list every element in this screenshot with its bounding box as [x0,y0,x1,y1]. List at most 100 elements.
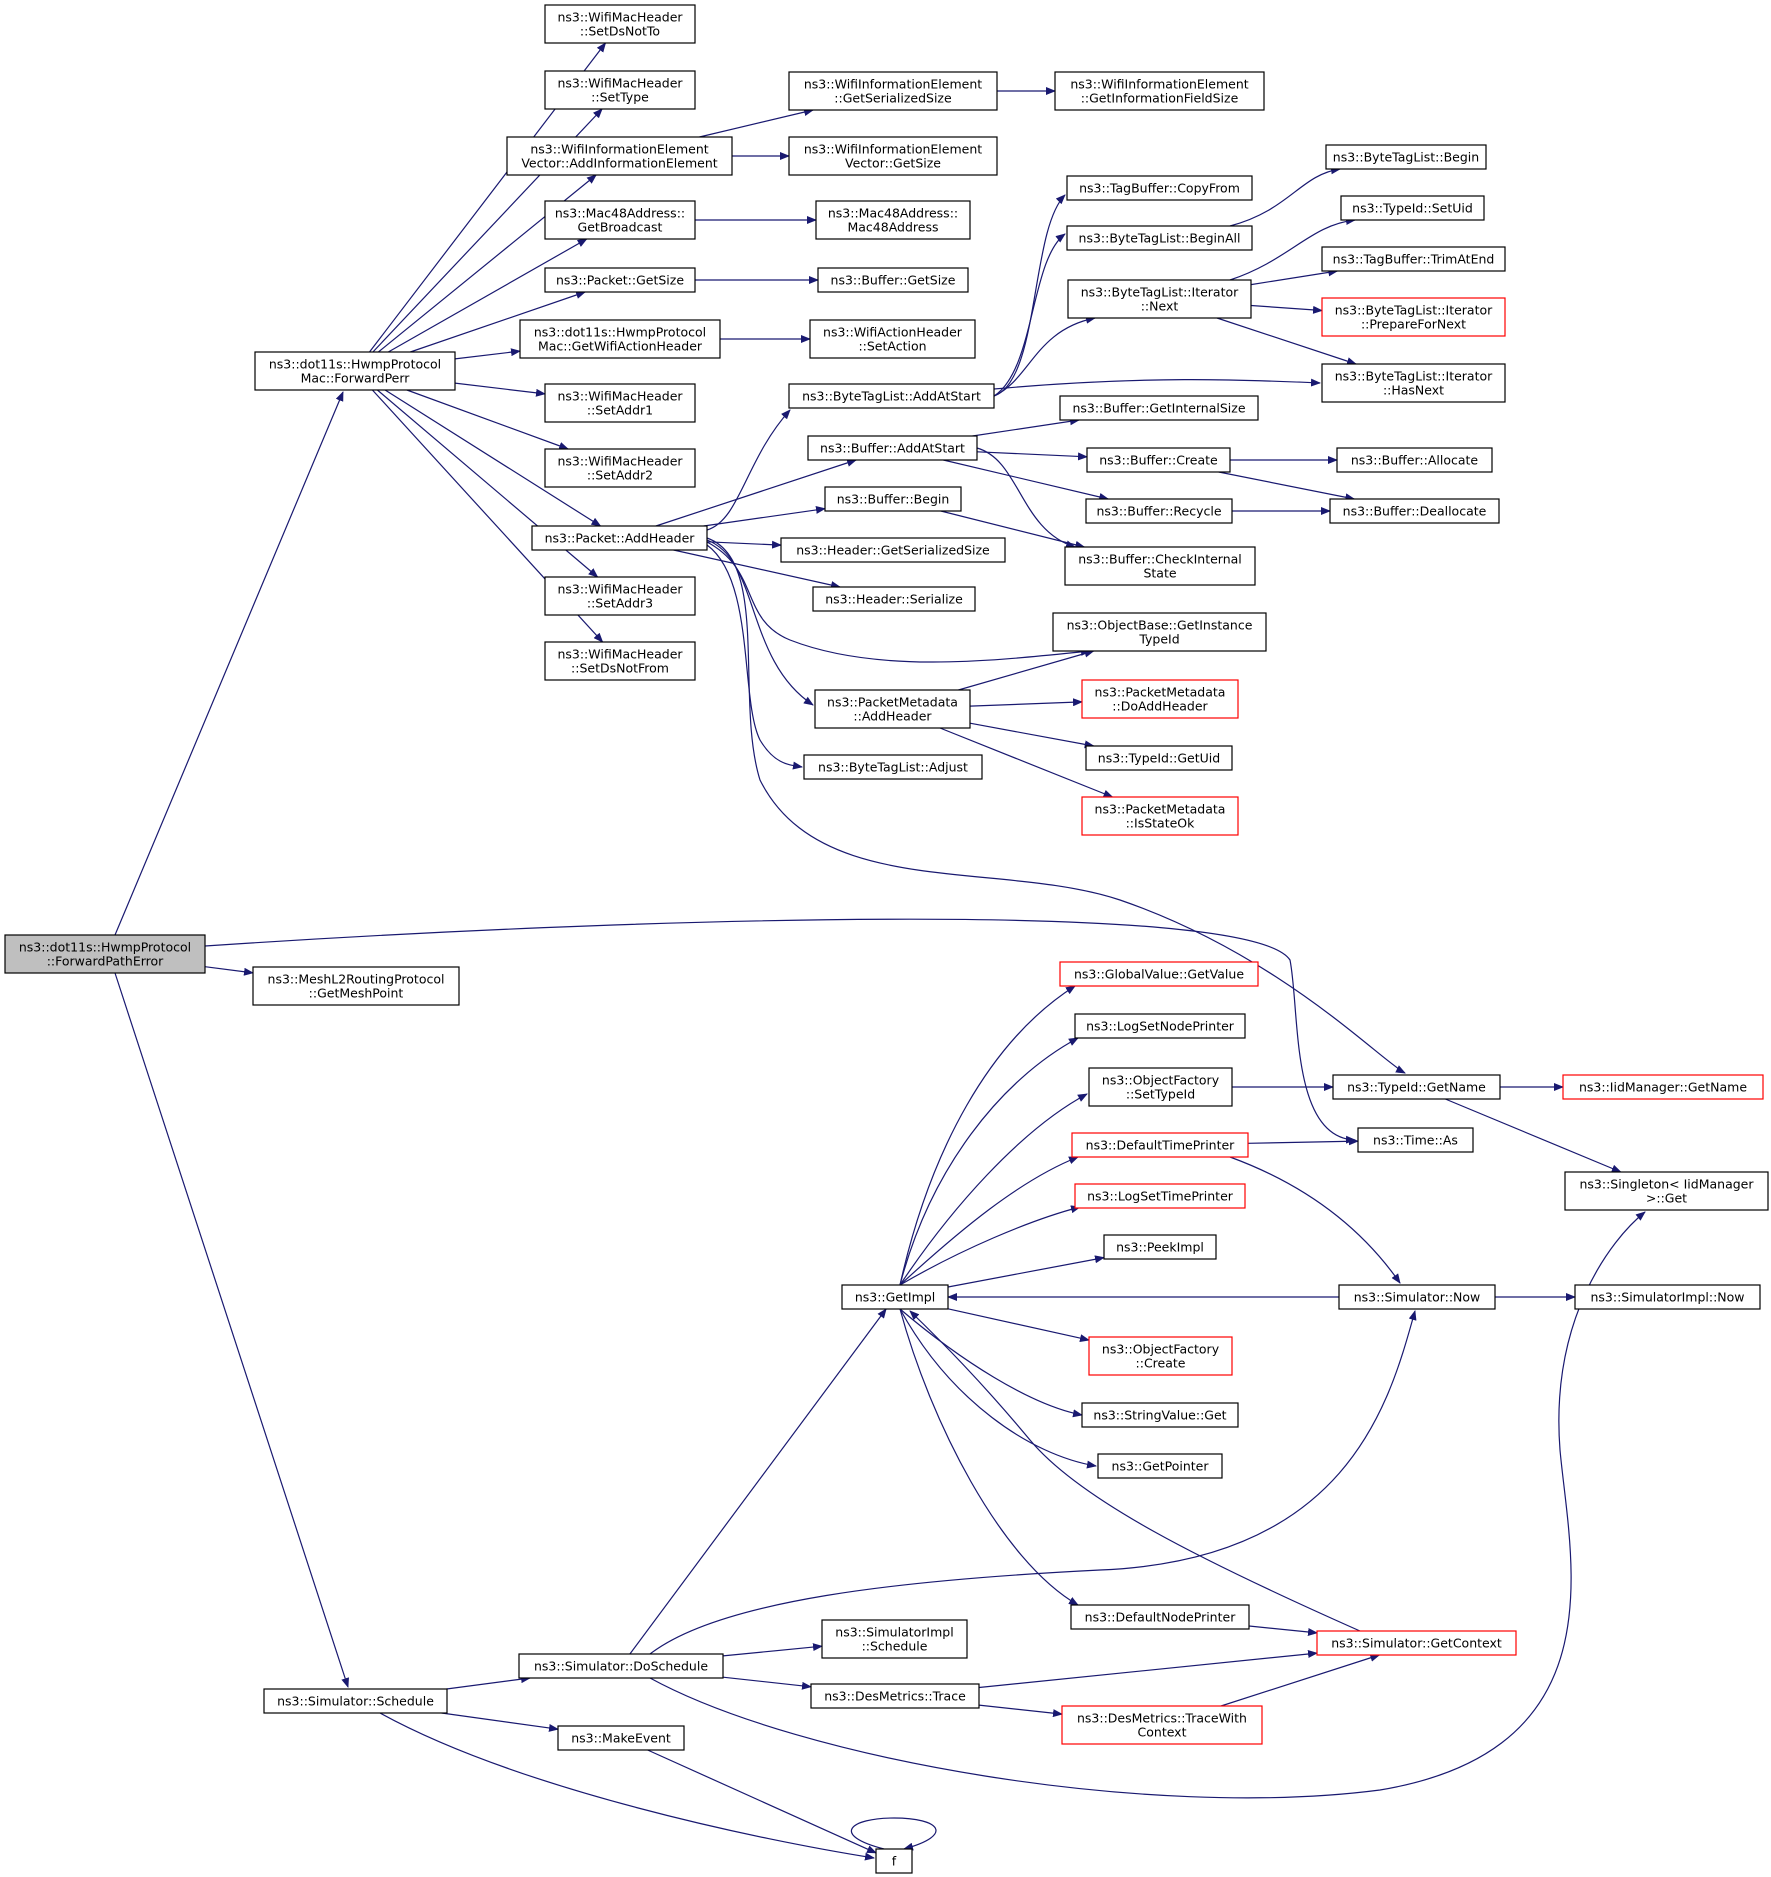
edge-makeEvent-to-f [647,1749,877,1854]
node-setType[interactable]: ns3::WifiMacHeader::SetType [544,70,696,110]
edge-bufferAddAtStart-to-bufferRecycle [943,459,1110,501]
node-trimAtEnd[interactable]: ns3::TagBuffer::TrimAtEnd [1321,246,1506,272]
node-pmAddHeader[interactable]: ns3::PacketMetadata::AddHeader [814,689,971,729]
node-defaultNodePrinter[interactable]: ns3::DefaultNodePrinter [1070,1604,1250,1630]
node-tagBufferCopyFrom[interactable]: ns3::TagBuffer::CopyFrom [1066,175,1253,201]
node-bufferRecycle[interactable]: ns3::Buffer::Recycle [1085,498,1233,524]
node-simulatorNow[interactable]: ns3::Simulator::Now [1338,1284,1496,1310]
node-label: ns3::Buffer::CheckInternal [1078,552,1242,567]
node-box [1564,1171,1769,1211]
node-byteTagAdjust[interactable]: ns3::ByteTagList::Adjust [803,754,983,780]
node-objFactoryCreate[interactable]: ns3::ObjectFactory::Create [1088,1336,1233,1376]
node-fwdPerr[interactable]: ns3::dot11s::HwmpProtocolMac::ForwardPer… [254,351,456,391]
node-doAddHeader[interactable]: ns3::PacketMetadata::DoAddHeader [1081,679,1239,719]
node-setDsNotFrom[interactable]: ns3::WifiMacHeader::SetDsNotFrom [544,641,696,681]
edge-getImpl-to-peekImpl [947,1255,1105,1288]
node-addInfoElem[interactable]: ns3::WifiInformationElementVector::AddIn… [506,136,733,176]
node-getSerializedSize[interactable]: ns3::WifiInformationElement::GetSerializ… [788,71,998,111]
node-getContext[interactable]: ns3::Simulator::GetContext [1316,1630,1517,1656]
node-box [1321,363,1506,403]
node-peekImpl[interactable]: ns3::PeekImpl [1103,1234,1217,1260]
node-setAddr3[interactable]: ns3::WifiMacHeader::SetAddr3 [544,576,696,616]
node-getMeshPoint[interactable]: ns3::MeshL2RoutingProtocol::GetMeshPoint [252,966,460,1006]
node-addHeader[interactable]: ns3::Packet::AddHeader [531,525,708,551]
node-logSetNodePrinter[interactable]: ns3::LogSetNodePrinter [1074,1013,1246,1039]
node-defaultTimePrinter[interactable]: ns3::DefaultTimePrinter [1071,1132,1249,1158]
node-getBroadcast[interactable]: ns3::Mac48Address::GetBroadcast [544,200,696,240]
node-headerSerialize[interactable]: ns3::Header::Serialize [812,586,976,612]
node-setDsNotTo[interactable]: ns3::WifiMacHeader::SetDsNotTo [544,4,696,44]
node-timeAs[interactable]: ns3::Time::As [1357,1127,1474,1153]
node-desMetricsTrace[interactable]: ns3::DesMetrics::Trace [810,1683,980,1709]
node-bufferCreate[interactable]: ns3::Buffer::Create [1086,447,1231,473]
node-iidManagerGetName[interactable]: ns3::IidManager::GetName [1562,1074,1764,1100]
node-label: ::SetAddr3 [587,596,653,611]
node-label: ns3::ByteTagList::BeginAll [1079,231,1241,246]
node-iteratorNext[interactable]: ns3::ByteTagList::Iterator::Next [1067,279,1252,319]
node-typeIdSetUid[interactable]: ns3::TypeId::SetUid [1340,195,1485,221]
edge-bufferAddAtStart-to-getInternalSize [972,417,1080,437]
node-doSchedule[interactable]: ns3::Simulator::DoSchedule [518,1653,724,1679]
node-headerGetSerializedSize[interactable]: ns3::Header::GetSerializedSize [780,537,1006,563]
node-packetGetSize[interactable]: ns3::Packet::GetSize [544,267,696,293]
node-root[interactable]: ns3::dot11s::HwmpProtocol::ForwardPathEr… [4,934,206,974]
node-makeEvent[interactable]: ns3::MakeEvent [557,1725,685,1751]
node-label: ns3::WifiMacHeader [557,389,683,404]
node-label: ns3::WifiMacHeader [557,647,683,662]
node-byteTagBeginAll[interactable]: ns3::ByteTagList::BeginAll [1066,225,1253,251]
node-label: ns3::Simulator::GetContext [1331,1636,1502,1651]
node-setAddr2[interactable]: ns3::WifiMacHeader::SetAddr2 [544,448,696,488]
node-label: ns3::GetPointer [1112,1459,1210,1474]
edge-getImpl-to-defaultNodePrinter [899,1308,1079,1606]
node-box [1321,297,1506,337]
node-label: Vector::AddInformationElement [521,156,717,171]
edge-addHeader-to-headerSerialize [673,549,841,589]
node-box [1574,1284,1761,1310]
node-bufferAllocate[interactable]: ns3::Buffer::Allocate [1336,447,1493,473]
edge-doSchedule-to-desMetricsTrace [722,1676,812,1690]
node-mac48Address[interactable]: ns3::Mac48Address::Mac48Address [815,200,971,240]
node-logSetTimePrinter[interactable]: ns3::LogSetTimePrinter [1074,1183,1246,1209]
node-box [810,1683,980,1709]
node-box [1316,1630,1517,1656]
node-getInfoFieldSize[interactable]: ns3::WifiInformationElement::GetInformat… [1054,71,1265,111]
node-singletonGet[interactable]: ns3::Singleton< IidManager >::Get [1564,1171,1769,1211]
node-prepareForNext[interactable]: ns3::ByteTagList::Iterator::PrepareForNe… [1321,297,1506,337]
node-label: GetBroadcast [578,220,663,235]
edge-root-to-getMeshPoint [204,966,254,976]
node-setAction[interactable]: ns3::WifiActionHeader::SetAction [809,319,976,359]
node-label: ns3::PeekImpl [1116,1240,1204,1255]
node-schedule[interactable]: ns3::Simulator::Schedule [263,1688,448,1714]
node-label: ns3::DesMetrics::Trace [824,1689,966,1704]
node-typeIdGetUid[interactable]: ns3::TypeId::GetUid [1085,745,1233,771]
node-getWifiActionHeader[interactable]: ns3::dot11s::HwmpProtocolMac::GetWifiAct… [519,319,721,359]
node-typeIdGetName[interactable]: ns3::TypeId::GetName [1332,1074,1501,1100]
node-label: ::Create [1136,1356,1186,1371]
edge-f-to-f [850,1817,937,1851]
node-byteTagAddAtStart[interactable]: ns3::ByteTagList::AddAtStart [788,383,995,409]
node-globalGetValue[interactable]: ns3::GlobalValue::GetValue [1059,961,1259,987]
node-bufferBegin[interactable]: ns3::Buffer::Begin [824,486,962,512]
node-vectorGetSize[interactable]: ns3::WifiInformationElementVector::GetSi… [788,136,998,176]
node-setAddr1[interactable]: ns3::WifiMacHeader::SetAddr1 [544,383,696,423]
node-simImplSchedule[interactable]: ns3::SimulatorImpl::Schedule [821,1619,968,1659]
node-hasNext[interactable]: ns3::ByteTagList::Iterator::HasNext [1321,363,1506,403]
node-bufferDeallocate[interactable]: ns3::Buffer::Deallocate [1329,498,1500,524]
node-bufferAddAtStart[interactable]: ns3::Buffer::AddAtStart [807,435,978,461]
node-label: Mac48Address [847,220,938,235]
node-stringValueGet[interactable]: ns3::StringValue::Get [1081,1402,1239,1428]
node-bufferGetSize[interactable]: ns3::Buffer::GetSize [817,267,969,293]
node-getImpl[interactable]: ns3::GetImpl [841,1284,949,1310]
node-getPointer[interactable]: ns3::GetPointer [1097,1453,1223,1479]
node-objFactorySetTypeId[interactable]: ns3::ObjectFactory::SetTypeId [1088,1067,1233,1107]
node-label: ::SetAddr1 [587,403,653,418]
node-getInternalSize[interactable]: ns3::Buffer::GetInternalSize [1059,395,1259,421]
node-byteTagBegin[interactable]: ns3::ByteTagList::Begin [1325,144,1487,170]
node-isStateOk[interactable]: ns3::PacketMetadata::IsStateOk [1081,796,1239,836]
node-f[interactable]: f [875,1848,913,1874]
node-simulatorImplNow[interactable]: ns3::SimulatorImpl::Now [1574,1284,1761,1310]
edge-doSchedule-to-simImplSchedule [722,1643,823,1657]
